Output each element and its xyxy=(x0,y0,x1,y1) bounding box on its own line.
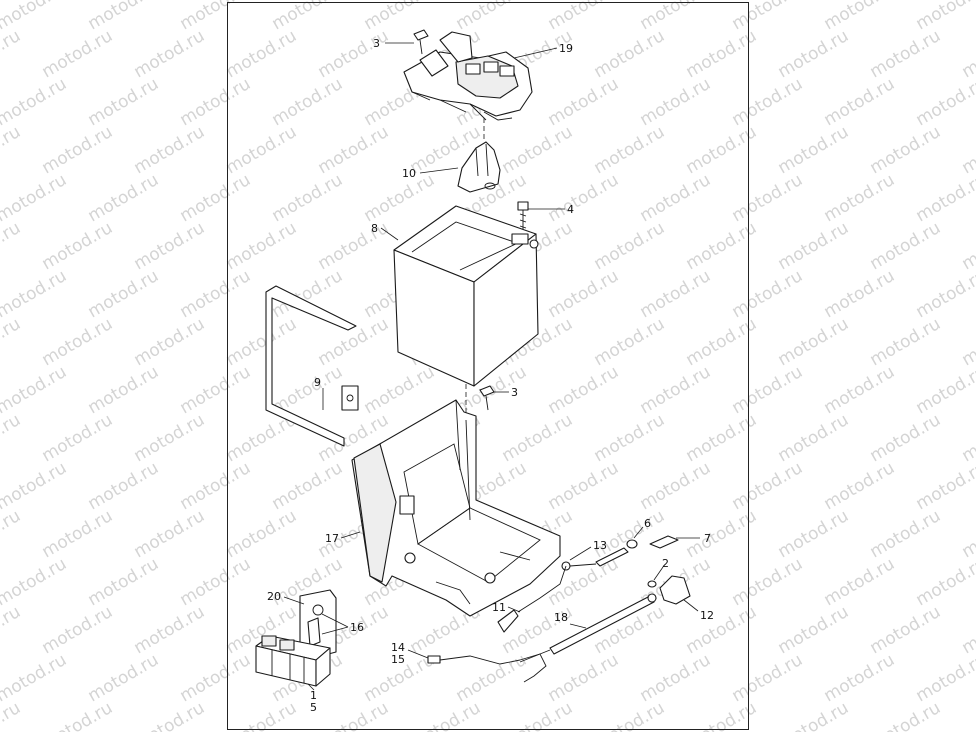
part-12-terminal-boot xyxy=(659,575,691,605)
diagram-frame xyxy=(227,2,749,730)
callout-1: 1 xyxy=(310,689,317,702)
leader-lines xyxy=(283,42,700,691)
callout-15: 15 xyxy=(391,653,405,666)
callout-labels: 3 19 10 4 8 9 3 17 6 7 13 2 12 11 18 20 … xyxy=(267,37,714,714)
callout-5: 5 xyxy=(310,701,317,714)
part-14-15-harness xyxy=(427,653,547,683)
part-11-ground-strap xyxy=(497,565,567,633)
callout-4: 4 xyxy=(567,203,574,216)
part-17-battery-tray xyxy=(351,399,561,617)
callout-7: 7 xyxy=(704,532,711,545)
part-19-relay-holder xyxy=(403,31,533,121)
part-18-positive-cable xyxy=(519,593,657,663)
callout-14: 14 xyxy=(391,641,405,654)
part-2-washer xyxy=(647,580,657,588)
callout-17: 17 xyxy=(325,532,339,545)
callout-9: 9 xyxy=(314,376,321,389)
part-6-nut xyxy=(626,539,638,549)
part-7-insulator xyxy=(649,535,679,549)
callout-3-lower: 3 xyxy=(511,386,518,399)
part-9-strap xyxy=(265,285,359,447)
callout-10: 10 xyxy=(402,167,416,180)
part-3-screw-lower xyxy=(479,385,495,411)
callout-16: 16 xyxy=(350,621,364,634)
callout-18: 18 xyxy=(554,611,568,624)
callout-2: 2 xyxy=(662,557,669,570)
callout-20: 20 xyxy=(267,590,281,603)
callout-13: 13 xyxy=(593,539,607,552)
part-8-battery xyxy=(393,205,539,387)
callout-11: 11 xyxy=(492,601,506,614)
part-1-fuse-block xyxy=(255,635,331,687)
callout-3-top: 3 xyxy=(373,37,380,50)
part-10-bracket xyxy=(457,141,501,193)
callout-12: 12 xyxy=(700,609,714,622)
callout-6: 6 xyxy=(644,517,651,530)
part-3-screw-top xyxy=(413,29,429,55)
part-4-bolt xyxy=(517,201,529,232)
callout-8: 8 xyxy=(371,222,378,235)
callout-19: 19 xyxy=(559,42,573,55)
part-16-clips xyxy=(307,617,321,647)
